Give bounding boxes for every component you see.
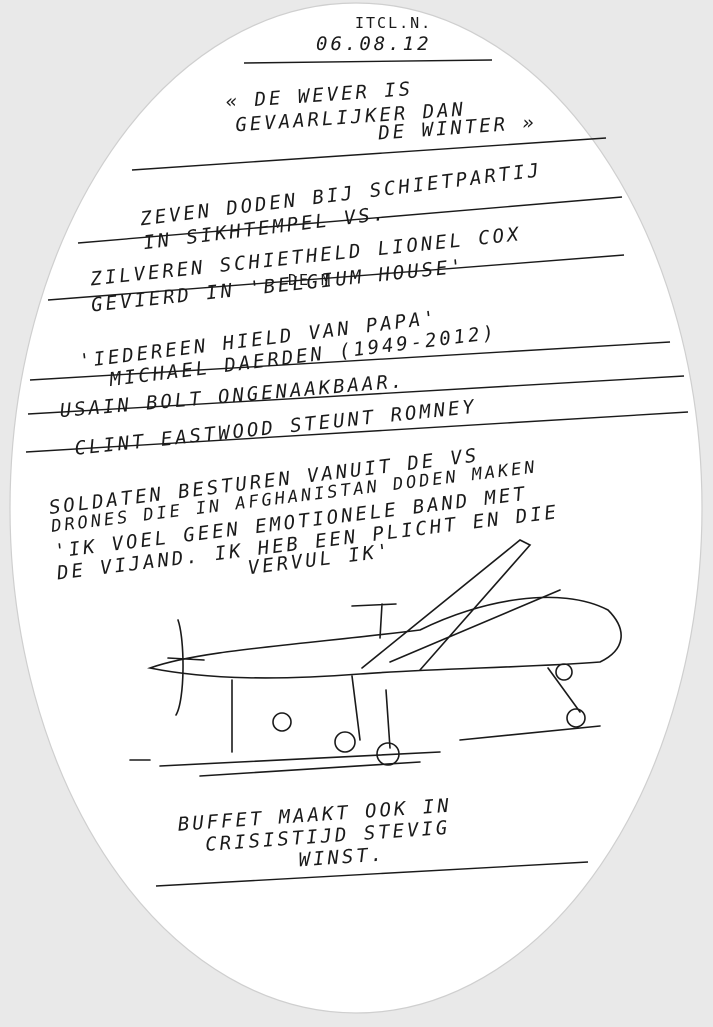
- header-date: 06.08.12: [316, 33, 432, 55]
- svg-text:DE M: DE M: [288, 271, 332, 289]
- headline-8: BUFFET MAAKT OOK IN CRISISTIJD STEVIG WI…: [177, 795, 452, 872]
- header-code: ITCL.N.: [355, 14, 432, 32]
- drone-icon: [129, 539, 622, 777]
- oval-sheet: [9, 2, 703, 1014]
